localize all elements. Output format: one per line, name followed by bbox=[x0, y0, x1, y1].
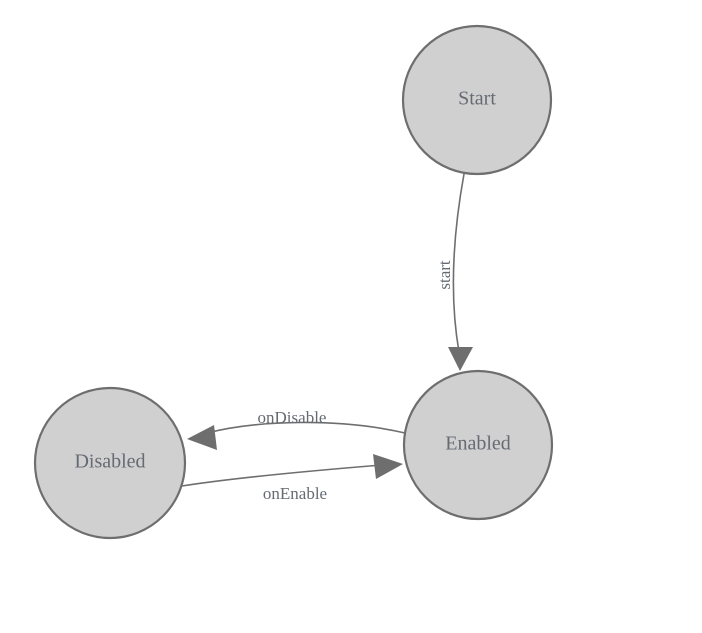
edge-enabled-to-disabled-path bbox=[206, 421, 406, 434]
node-disabled-circle[interactable] bbox=[33, 386, 187, 540]
node-disabled[interactable]: Disabled bbox=[33, 386, 187, 540]
edge-start-to-enabled-arrowhead bbox=[448, 347, 473, 371]
edge-disabled-to-enabled-path bbox=[181, 464, 383, 487]
edge-label-ondisable: onDisable bbox=[258, 408, 327, 427]
edge-disabled-to-enabled: onEnable bbox=[181, 454, 403, 503]
edge-enabled-to-disabled: onDisable bbox=[187, 408, 406, 450]
node-enabled-label: Enabled bbox=[445, 433, 511, 455]
edge-label-start: start bbox=[435, 260, 454, 290]
edge-start-to-enabled-path bbox=[452, 173, 465, 353]
edge-label-onenable: onEnable bbox=[263, 484, 327, 503]
node-disabled-label: Disabled bbox=[74, 451, 145, 473]
node-start-circle[interactable] bbox=[401, 24, 553, 176]
edge-enabled-to-disabled-arrowhead bbox=[187, 425, 217, 450]
edge-disabled-to-enabled-arrowhead bbox=[373, 454, 403, 479]
node-start-label: Start bbox=[458, 88, 496, 110]
edge-start-to-enabled: start bbox=[435, 173, 473, 371]
node-enabled[interactable]: Enabled bbox=[402, 369, 554, 521]
node-enabled-circle[interactable] bbox=[402, 369, 554, 521]
node-start[interactable]: Start bbox=[401, 24, 553, 176]
